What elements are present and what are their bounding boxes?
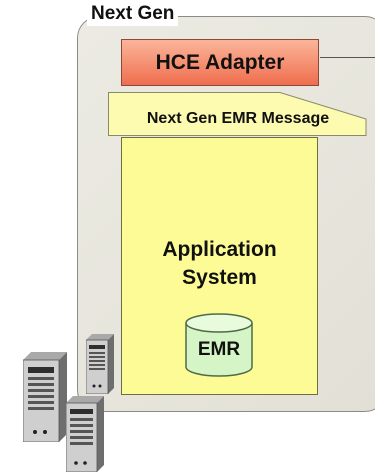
server-tower-icon [23,352,67,442]
adapter-connector-line [320,57,375,58]
emr-label: EMR [197,339,241,360]
hce-adapter-box[interactable]: HCE Adapter [121,39,319,86]
server-tower-icon [66,396,104,472]
emr-database[interactable]: EMR [184,313,254,377]
server-tower-icon [86,334,114,394]
application-system-title-line2: System [182,266,257,289]
database-cylinder-icon [185,313,253,377]
note-shape-icon [108,92,367,136]
application-system-title-line1: Application [162,238,277,261]
application-system-title: Application System [121,236,318,292]
next-gen-emr-message-label: Next Gen EMR Message [146,110,330,127]
next-gen-emr-message-note[interactable]: Next Gen EMR Message [108,92,368,136]
next-gen-group-title: Next Gen [87,2,179,26]
hce-adapter-label: HCE Adapter [155,50,285,74]
